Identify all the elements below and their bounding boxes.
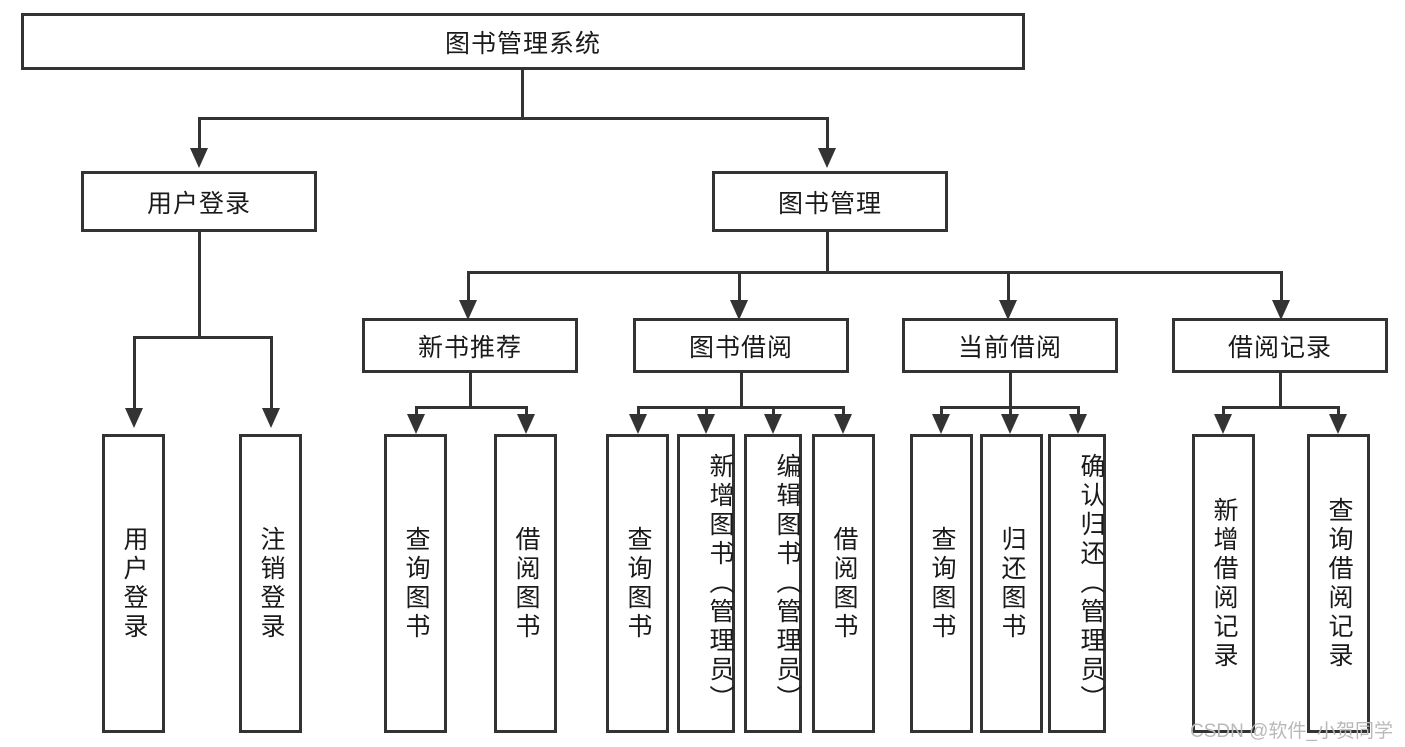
connector-book-manage-trunk xyxy=(826,232,829,271)
node-leaf-add-book[interactable]: 新增图书（管理员） xyxy=(677,434,735,733)
arrowhead-leaf-confirm-return xyxy=(1069,414,1087,434)
node-label: 查询图书 xyxy=(624,525,652,642)
node-leaf-confirm-return[interactable]: 确认归还（管理员） xyxy=(1048,434,1106,733)
node-label: 查询图书 xyxy=(402,525,430,642)
arrowhead-leaf-query-book-3 xyxy=(932,414,950,434)
connector-book-borrow-to-leaf-2 xyxy=(705,406,708,420)
connector-current-borrow-to-leaf-1 xyxy=(940,406,943,420)
connector-borrow-record-trunk xyxy=(1279,373,1282,406)
arrowhead-borrow-record xyxy=(1272,300,1290,320)
node-label: 归还图书 xyxy=(998,525,1026,642)
node-label: 查询借阅记录 xyxy=(1325,496,1353,671)
connector-book-manage-to-book-borrow xyxy=(738,271,741,303)
arrowhead-leaf-query-book-1 xyxy=(407,414,425,434)
node-label: 借阅图书 xyxy=(830,525,858,642)
node-leaf-query-book-1[interactable]: 查询图书 xyxy=(384,434,447,733)
node-label: 图书管理 xyxy=(777,189,882,218)
arrowhead-leaf-add-book xyxy=(697,414,715,434)
connector-user-login-to-leaf-1 xyxy=(133,336,136,410)
arrowhead-leaf-query-book-2 xyxy=(629,414,647,434)
node-label: 确认归还（管理员） xyxy=(1077,453,1105,714)
node-leaf-user-login[interactable]: 用户登录 xyxy=(102,434,165,733)
connector-current-borrow-to-leaf-3 xyxy=(1077,406,1080,420)
connector-user-login-bus xyxy=(133,336,273,339)
arrowhead-leaf-return-book xyxy=(1001,414,1019,434)
connector-new-book-bus xyxy=(415,406,528,409)
connector-book-borrow-to-leaf-1 xyxy=(637,406,640,420)
node-current-borrow[interactable]: 当前借阅 xyxy=(902,318,1118,373)
arrowhead-leaf-borrow-book-1 xyxy=(517,414,535,434)
node-label: 借阅图书 xyxy=(512,525,540,642)
connector-borrow-record-to-leaf-2 xyxy=(1337,406,1340,420)
node-leaf-query-record[interactable]: 查询借阅记录 xyxy=(1307,434,1370,733)
connector-user-login-trunk xyxy=(198,232,201,336)
arrowhead-leaf-logout-login xyxy=(262,408,280,428)
arrowhead-book-manage xyxy=(818,148,836,168)
node-user-login[interactable]: 用户登录 xyxy=(81,171,317,232)
node-leaf-add-record[interactable]: 新增借阅记录 xyxy=(1192,434,1255,733)
arrowhead-new-book-recommend xyxy=(459,300,477,320)
arrowhead-book-borrow xyxy=(730,300,748,320)
connector-borrow-record-to-leaf-1 xyxy=(1222,406,1225,420)
connector-new-book-trunk xyxy=(469,373,472,406)
connector-book-manage-to-new-book xyxy=(467,271,470,303)
node-label: 用户登录 xyxy=(120,525,148,642)
node-root-system[interactable]: 图书管理系统 xyxy=(21,13,1025,70)
node-label: 当前借阅 xyxy=(957,333,1062,362)
node-leaf-query-book-2[interactable]: 查询图书 xyxy=(606,434,669,733)
connector-book-manage-to-borrow-record xyxy=(1280,271,1283,303)
connector-book-manage-bus xyxy=(467,271,1283,274)
arrowhead-leaf-borrow-book-2 xyxy=(834,414,852,434)
node-leaf-query-book-3[interactable]: 查询图书 xyxy=(910,434,973,733)
connector-book-borrow-trunk xyxy=(740,373,743,406)
arrowhead-leaf-add-record xyxy=(1214,414,1232,434)
node-label: 查询图书 xyxy=(928,525,956,642)
arrowhead-leaf-query-record xyxy=(1329,414,1347,434)
connector-book-borrow-to-leaf-3 xyxy=(772,406,775,420)
connector-root-to-user-login xyxy=(198,117,201,150)
connector-root-to-book-manage xyxy=(826,117,829,150)
connector-root-bus xyxy=(198,117,829,120)
connector-current-borrow-trunk xyxy=(1009,373,1012,406)
node-leaf-edit-book[interactable]: 编辑图书（管理员） xyxy=(744,434,802,733)
node-leaf-logout-login[interactable]: 注销登录 xyxy=(239,434,302,733)
node-label: 图书借阅 xyxy=(688,333,793,362)
node-borrow-record[interactable]: 借阅记录 xyxy=(1172,318,1388,373)
node-label: 编辑图书（管理员） xyxy=(773,453,801,714)
node-label: 注销登录 xyxy=(257,525,285,642)
node-label: 借阅记录 xyxy=(1227,333,1332,362)
arrowhead-leaf-user-login xyxy=(125,408,143,428)
arrowhead-user-login xyxy=(190,148,208,168)
node-book-borrow[interactable]: 图书借阅 xyxy=(633,318,849,373)
node-label: 图书管理系统 xyxy=(444,29,601,58)
node-new-book-recommend[interactable]: 新书推荐 xyxy=(362,318,578,373)
node-book-manage[interactable]: 图书管理 xyxy=(712,171,948,232)
connector-new-book-to-leaf-1 xyxy=(415,406,418,420)
connector-user-login-to-leaf-2 xyxy=(270,336,273,410)
connector-book-manage-to-current-borrow xyxy=(1007,271,1010,303)
arrowhead-current-borrow xyxy=(999,300,1017,320)
node-label: 新增借阅记录 xyxy=(1210,496,1238,671)
connector-book-borrow-bus xyxy=(637,406,845,409)
connector-root-trunk xyxy=(521,70,524,117)
node-leaf-borrow-book-2[interactable]: 借阅图书 xyxy=(812,434,875,733)
connector-current-borrow-to-leaf-2 xyxy=(1009,406,1012,420)
node-label: 新书推荐 xyxy=(417,333,522,362)
node-leaf-borrow-book-1[interactable]: 借阅图书 xyxy=(494,434,557,733)
node-label: 新增图书（管理员） xyxy=(706,453,734,714)
node-label: 用户登录 xyxy=(146,189,251,218)
arrowhead-leaf-edit-book xyxy=(764,414,782,434)
connector-new-book-to-leaf-2 xyxy=(525,406,528,420)
node-leaf-return-book[interactable]: 归还图书 xyxy=(980,434,1043,733)
connector-borrow-record-bus xyxy=(1222,406,1340,409)
connector-book-borrow-to-leaf-4 xyxy=(842,406,845,420)
